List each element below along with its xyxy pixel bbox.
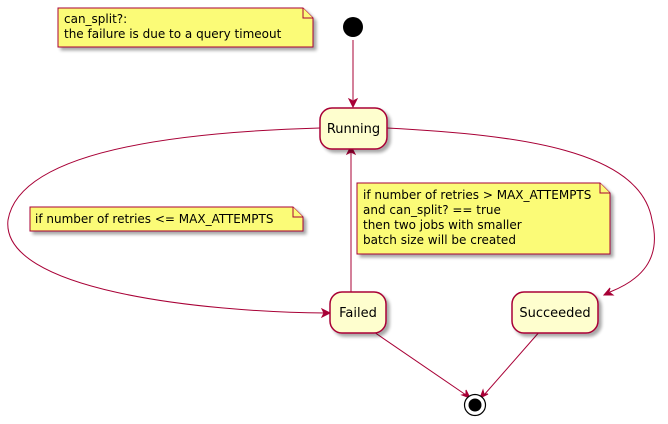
edges <box>7 40 655 396</box>
arrowhead-failed-left <box>320 307 332 319</box>
arrowhead-running-bottom <box>345 144 357 156</box>
arrowhead-running-top <box>347 97 359 109</box>
arrowhead-end-from-failed <box>460 389 472 399</box>
edge-succeeded-to-end <box>483 329 542 396</box>
state-failed-label: Failed <box>339 306 377 321</box>
end-node <box>463 393 487 417</box>
start-node <box>343 17 363 37</box>
edge-failed-to-end <box>370 329 467 396</box>
state-running-label: Running <box>327 122 380 137</box>
note-split-line-1: if number of retries > MAX_ATTEMPTS <box>363 188 591 202</box>
state-running: Running <box>319 107 388 150</box>
state-succeeded: Succeeded <box>511 291 599 334</box>
note-split-line-3: then two jobs with smaller <box>363 218 522 232</box>
arrowhead-succeeded-top <box>602 287 615 296</box>
edge-running-to-succeeded <box>386 127 655 293</box>
note-retry-line-1: if number of retries <= MAX_ATTEMPTS <box>35 212 273 226</box>
arrowhead-end-from-succeeded <box>479 388 489 400</box>
note-split-line-2: and can_split? == true <box>363 203 501 217</box>
note-can-split-line-1: can_split?: <box>64 12 127 26</box>
note-can-split-line-2: the failure is due to a query timeout <box>64 27 282 41</box>
state-succeeded-label: Succeeded <box>519 306 590 321</box>
note-split-line-4: batch size will be created <box>363 233 516 247</box>
arrowheads <box>320 97 615 400</box>
note-split: if number of retries > MAX_ATTEMPTS and … <box>356 182 611 255</box>
note-can-split: can_split?: the failure is due to a quer… <box>57 7 314 48</box>
edge-running-to-failed <box>7 127 327 314</box>
note-retry: if number of retries <= MAX_ATTEMPTS <box>29 206 304 232</box>
state-failed: Failed <box>329 291 387 334</box>
